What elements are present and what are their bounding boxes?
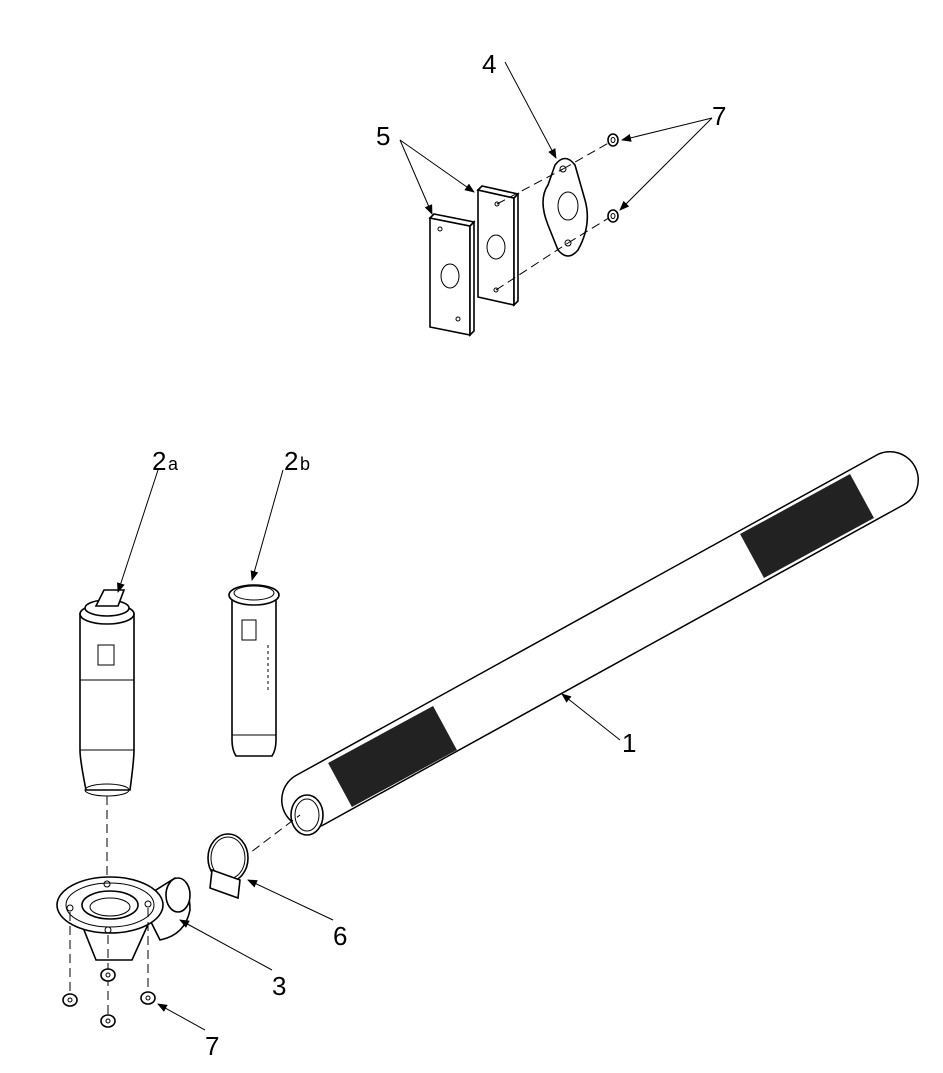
plate-5-front [428,213,476,337]
hose-1 [281,451,919,836]
clamp-6 [207,833,249,900]
label-part-2a-suffix: a [168,454,179,474]
nut-7-bottom-2 [100,968,116,982]
nut-7-bottom-3 [100,1014,116,1028]
label-part-4: 4 [482,49,496,79]
label-part-2a-number: 2 [152,446,166,476]
label-part-1: 1 [622,728,636,758]
valve-2a [79,589,135,797]
flange-4 [542,157,589,257]
label-part-7-top: 7 [712,101,726,131]
label-part-2b-number: 2 [284,446,298,476]
label-part-5: 5 [376,121,390,151]
nut-7-top-upper [607,133,619,147]
drain-body-3 [56,876,191,961]
label-part-7-bottom: 7 [205,1031,219,1061]
valve-2b [228,584,280,757]
label-part-3: 3 [272,971,286,1001]
label-part-6: 6 [333,921,347,951]
nut-7-bottom-4 [140,991,156,1005]
plate-5-back [476,185,520,307]
nut-7-bottom-1 [62,993,78,1007]
label-part-2b-suffix: b [300,454,310,474]
nut-7-top-lower [607,209,619,223]
